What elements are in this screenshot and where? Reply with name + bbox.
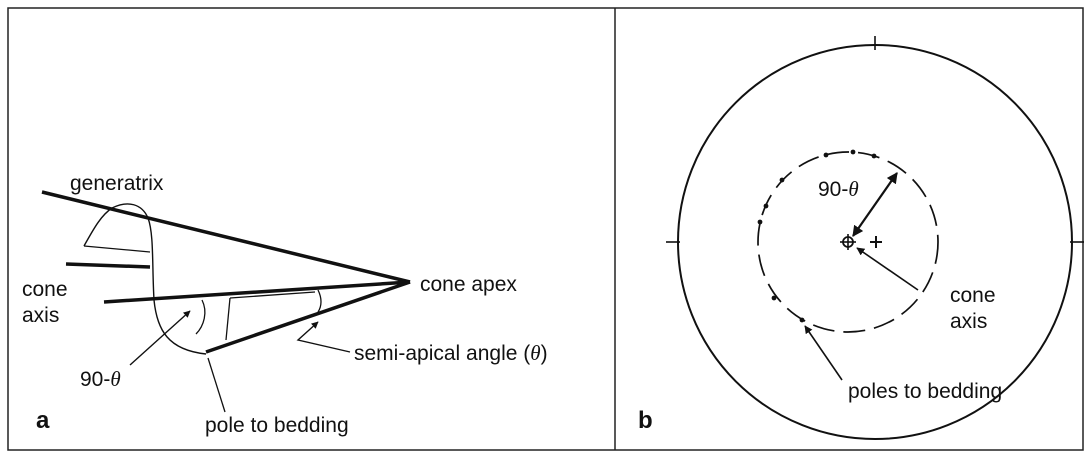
pole-point <box>799 317 805 323</box>
panel-a-letter: a <box>36 407 50 434</box>
poles-to-bedding-arrow <box>804 325 843 381</box>
cone-axis-symbol <box>840 234 856 250</box>
cone-apex-label: cone apex <box>420 273 517 296</box>
panel-b: 90-θ cone axis poles to bedding b <box>638 36 1084 440</box>
cone-axis-label-b-line2: axis <box>950 310 987 333</box>
pole-to-bedding-line <box>205 280 411 354</box>
theta-symbol: θ <box>530 341 540 365</box>
semi-apical-suffix: ) <box>541 342 548 365</box>
panel-b-letter: b <box>638 407 653 434</box>
pole-point <box>757 219 763 225</box>
bedding-profile-curve <box>83 203 207 355</box>
pole-bracket-vertical <box>225 297 231 341</box>
generatrix-line <box>41 190 411 284</box>
complement-angle-double-arrow <box>852 172 898 237</box>
pole-point <box>771 295 777 301</box>
theta-symbol: θ <box>110 367 120 391</box>
complement-angle-label: 90-θ <box>80 367 121 391</box>
theta-symbol: θ <box>848 177 858 201</box>
cone-axis-arrow <box>856 247 919 291</box>
pole-point <box>823 152 829 158</box>
semi-apical-angle-label: semi-apical angle (θ) <box>354 341 548 365</box>
profile-base-line <box>83 245 151 253</box>
figure-frame <box>7 7 1084 451</box>
cone-axis-line <box>103 280 411 304</box>
generatrix-label: generatrix <box>70 172 164 195</box>
pole-points <box>757 149 877 323</box>
complement-angle-prefix: 90- <box>80 368 110 391</box>
complement-angle-label-b: 90-θ <box>818 177 859 201</box>
semi-apical-arc <box>317 289 322 313</box>
semi-apical-arrow <box>296 321 351 353</box>
pole-point <box>850 149 856 155</box>
back-generatrix-segment <box>65 262 151 269</box>
pole-to-bedding-label: pole to bedding <box>205 414 349 437</box>
pole-point <box>763 203 769 209</box>
pole-bracket-horizontal <box>229 291 316 299</box>
complement-angle-arc <box>195 299 206 335</box>
cone-axis-label-line1: cone <box>22 278 68 301</box>
panel-a: generatrix cone axis cone apex 90-θ semi… <box>22 172 548 437</box>
cone-axis-label-line2: axis <box>22 304 59 327</box>
pole-to-bedding-leader <box>207 357 226 413</box>
poles-to-bedding-label: poles to bedding <box>848 380 1002 403</box>
cone-axis-label-b-line1: cone <box>950 284 996 307</box>
semi-apical-prefix: semi-apical angle ( <box>354 342 530 365</box>
pole-point <box>871 153 877 159</box>
pole-point <box>779 177 785 183</box>
small-circle-dashed <box>757 151 939 333</box>
complement-angle-arrow <box>129 310 191 366</box>
complement-angle-prefix-b: 90- <box>818 178 848 201</box>
